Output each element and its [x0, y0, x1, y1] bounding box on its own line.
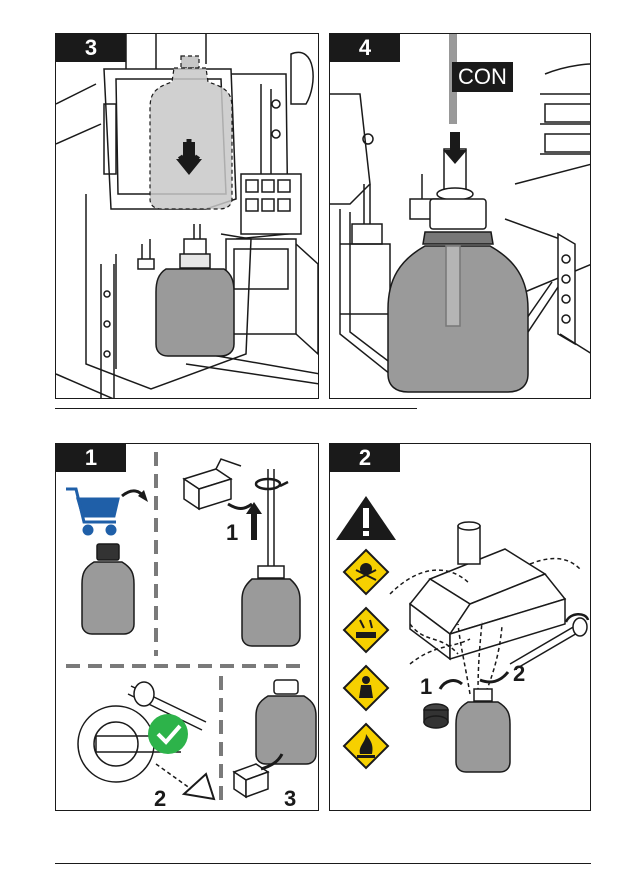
corrosive-icon	[344, 608, 388, 652]
bottle-preparation-illustration: 1 2	[56, 444, 319, 811]
step-number: 1	[56, 444, 126, 472]
callout-2: 2	[513, 661, 525, 686]
figure-panel-3: 3	[55, 33, 319, 399]
hazard-venting-illustration: 1 2	[330, 444, 591, 811]
section-divider	[55, 408, 417, 409]
step-number: 3	[56, 34, 126, 62]
footer-rule	[55, 863, 591, 864]
skull-crossbones-icon	[344, 550, 388, 594]
callout-1: 1	[226, 520, 238, 545]
step-number: 2	[330, 444, 400, 472]
callout-2: 2	[154, 786, 166, 811]
figure-panel-2: 2	[329, 443, 591, 811]
figure-panel-4: 4 CON	[329, 33, 591, 399]
analyzer-illustration	[56, 34, 319, 399]
reagent-label: CON	[452, 62, 513, 92]
flame-icon	[344, 724, 388, 768]
callout-1: 1	[420, 674, 432, 699]
figure-panel-1: 1 1	[55, 443, 319, 811]
warning-icon	[336, 496, 396, 540]
shopping-cart-icon	[66, 489, 118, 534]
step-number: 4	[330, 34, 400, 62]
health-hazard-icon	[344, 666, 388, 710]
check-mark-icon	[148, 714, 188, 754]
callout-3: 3	[284, 786, 296, 811]
